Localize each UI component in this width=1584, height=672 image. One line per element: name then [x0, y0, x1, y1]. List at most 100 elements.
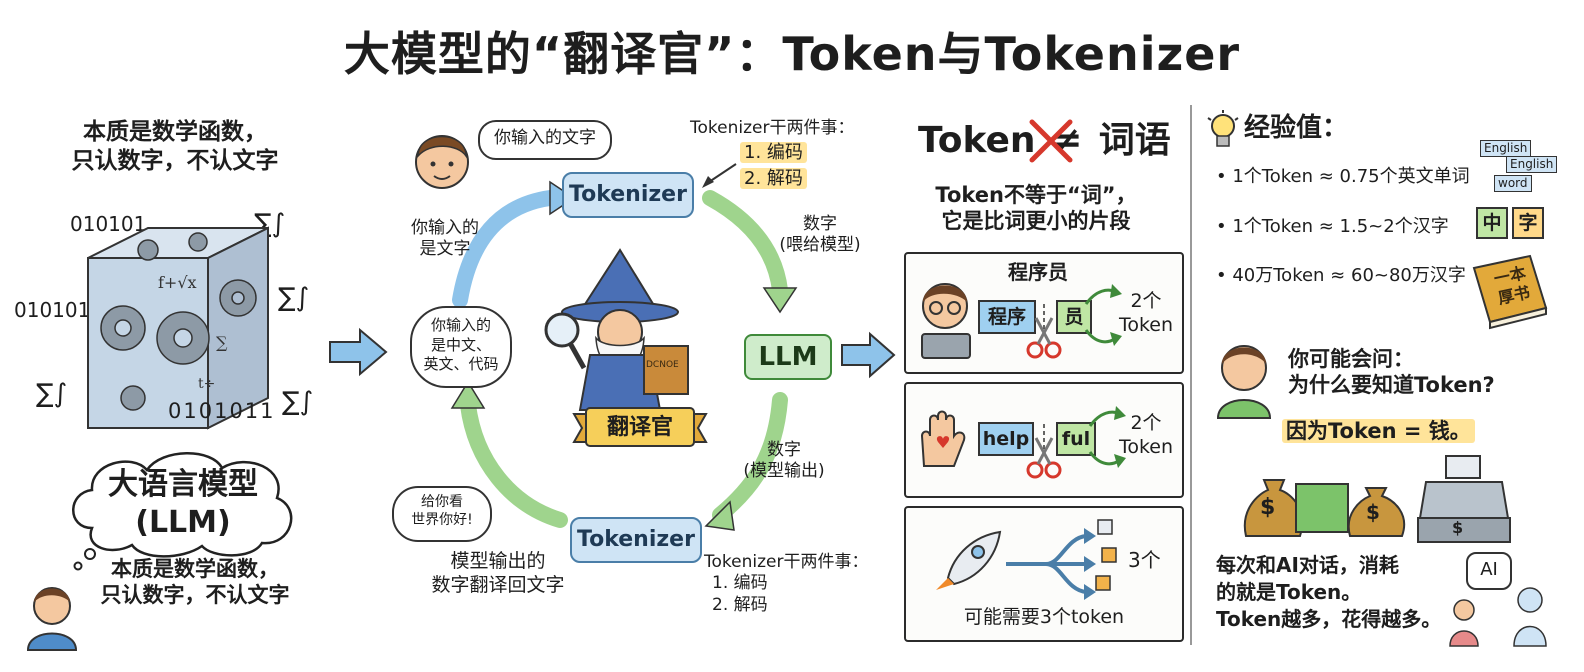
- tasks-bottom-heading: Tokenizer干两件事：: [704, 552, 869, 572]
- cloud-line1: 大语言模型: [108, 467, 258, 502]
- lightbulb-icon: [1207, 110, 1239, 147]
- numbers-out-line1: 数字: [767, 440, 801, 460]
- rocket-fragments-icon: [1095, 519, 1117, 591]
- input-label-line2: 是文字: [419, 239, 471, 260]
- tasks-bottom-item2: 2. 解码: [712, 594, 768, 615]
- token-sub-line2: 它是比词更小的片段: [941, 209, 1131, 234]
- rocket-icon: [936, 530, 1002, 590]
- speech-bottom-text: 给你看 世界你好!: [394, 494, 490, 529]
- char-chip: 中: [1476, 207, 1508, 239]
- math-symbol: ∑∫: [282, 387, 314, 417]
- binary-label-left: 010101: [14, 298, 91, 322]
- card2-count-unit: Token: [1118, 435, 1174, 458]
- token-piece: 程序: [978, 300, 1036, 334]
- token-heading-left: Token: [918, 120, 1036, 161]
- center-bubble-line1: 你输入的: [430, 316, 491, 334]
- svg-text:∑: ∑: [216, 333, 228, 352]
- thought-dots-icon: [73, 548, 96, 571]
- speech-bubble-bottom: 给你看 世界你好!: [392, 486, 492, 542]
- numbers-in-label: 数字 (喂给模型): [770, 214, 870, 257]
- left-caption-line2: 只认数字，不认文字: [100, 583, 290, 608]
- question: 你可能会问： 为什么要知道Token?: [1288, 346, 1495, 399]
- input-label: 你输入的 是文字: [400, 218, 490, 261]
- ai-bubble-text: AI: [1480, 559, 1498, 580]
- card1-title: 程序员: [1008, 260, 1068, 284]
- bullet-item-1: • 1个Token ≈ 0.75个英文单词: [1216, 166, 1470, 187]
- bullet3-text: 40万Token ≈ 60~80万汉字: [1232, 265, 1466, 286]
- output-label-line1: 模型输出的: [450, 550, 546, 572]
- output-label: 模型输出的 数字翻译回文字: [408, 550, 588, 598]
- robot-icon: [1513, 587, 1547, 647]
- token-piece: ful: [1056, 422, 1096, 456]
- english-card: English: [1480, 140, 1532, 157]
- book-icon: [1472, 254, 1548, 330]
- math-symbol: ∑∫: [278, 283, 310, 313]
- token-card-rocket: 3个 可能需要3个token: [904, 506, 1184, 642]
- page-title: 大模型的“翻译官”：Token与Tokenizer: [343, 27, 1241, 81]
- llm-box: LLM: [744, 334, 832, 380]
- math-symbol: ∑∫: [36, 379, 68, 409]
- bullet2-text: 1个Token ≈ 1.5~2个汉字: [1232, 216, 1449, 237]
- token-heading-right: 词语: [1098, 120, 1171, 161]
- numbers-out-label: 数字 (模型输出): [732, 440, 836, 483]
- left-heading: 本质是数学函数， 只认数字，不认文字: [60, 118, 290, 176]
- speech-bottom-line2: 世界你好!: [411, 511, 473, 528]
- tasks-bottom-item1: 1. 编码: [712, 573, 768, 594]
- tasks-top-item1-text: 1. 编码: [740, 142, 807, 163]
- thinking-person-icon: [26, 587, 78, 651]
- svg-text:t÷: t÷: [198, 376, 215, 392]
- llm-cloud-label: 大语言模型 (LLM): [78, 466, 288, 541]
- banner-ribbon-icon: [572, 407, 708, 447]
- token-card-helpful: help ful 2个 Token: [904, 382, 1184, 498]
- char-chip: 字: [1512, 207, 1544, 239]
- english-card: English: [1506, 156, 1558, 173]
- card1-count-unit: Token: [1118, 313, 1174, 336]
- bottom-note: 每次和AI对话，消耗 的就是Token。 Token越多，花得越多。: [1216, 552, 1441, 633]
- left-caption: 本质是数学函数， 只认数字，不认文字: [80, 556, 310, 609]
- curved-arrows-icon: [1088, 406, 1126, 468]
- input-label-line1: 你输入的: [411, 218, 479, 238]
- tasks-top-heading: Tokenizer干两件事：: [690, 118, 855, 138]
- binary-label-top: 010101: [70, 212, 147, 236]
- answer: 因为Token = 钱。: [1282, 418, 1475, 444]
- numbers-in-line1: 数字: [803, 214, 837, 234]
- dollar-sign: $: [1366, 500, 1380, 524]
- left-heading-line1: 本质是数学函数，: [83, 119, 267, 145]
- hand-heart-icon: [920, 410, 966, 467]
- llm-cube-icon: f+√x t÷ ∑: [87, 226, 269, 430]
- output-label-line2: 数字翻译回文字: [431, 573, 565, 596]
- card1-count: 2个 Token: [1118, 290, 1174, 338]
- cube-binary: 0101011: [168, 399, 276, 423]
- center-bubble-text: 你输入的 是中文、 英文、代码: [412, 316, 510, 375]
- svg-text:f+√x: f+√x: [158, 273, 197, 292]
- token-subheading: Token不等于“词”， 它是比词更小的片段: [916, 182, 1156, 235]
- token-piece: 员: [1056, 300, 1092, 334]
- pointer-arrow-icon: [702, 163, 737, 188]
- user-small-icon: [1449, 599, 1479, 647]
- numbers-in-line2: (喂给模型): [779, 235, 861, 256]
- book-text: DCNOE: [646, 360, 679, 370]
- wizard-banner: 翻译官: [606, 415, 673, 440]
- ai-speech-bubble: AI: [1466, 552, 1512, 590]
- token-heading: Token ≠ 词语: [918, 118, 1171, 163]
- tasks-top-item1: 1. 编码: [740, 142, 807, 165]
- section-divider: [1190, 105, 1192, 645]
- tasks-bottom: Tokenizer干两件事： 1. 编码 2. 解码: [704, 552, 868, 616]
- center-bubble: 你输入的 是中文、 英文、代码: [410, 306, 512, 388]
- speech-bottom-line1: 给你看: [421, 494, 463, 510]
- split-arrows-icon: [1006, 528, 1096, 600]
- curved-arrows-icon: [1084, 284, 1122, 346]
- thought-cloud-icon: [72, 452, 293, 558]
- card3-caption: 可能需要3个token: [963, 606, 1125, 628]
- user-avatar-icon: [415, 135, 469, 189]
- scissors-icon: [1026, 304, 1062, 359]
- bottom-line2: 的就是Token。: [1216, 580, 1362, 604]
- tasks-top-item2: 2. 解码: [740, 168, 807, 191]
- tokenizer-box-bottom: Tokenizer: [570, 517, 702, 563]
- money-bag-icon: [1243, 479, 1405, 537]
- token-piece: help: [978, 422, 1034, 456]
- word-card: word: [1494, 175, 1532, 192]
- token-sub-line1: Token不等于“词”，: [935, 183, 1137, 207]
- token-card-programmer: 程序员 程序 员 2个 Token: [904, 252, 1184, 374]
- bullet1-text: 1个Token ≈ 0.75个英文单词: [1232, 166, 1470, 187]
